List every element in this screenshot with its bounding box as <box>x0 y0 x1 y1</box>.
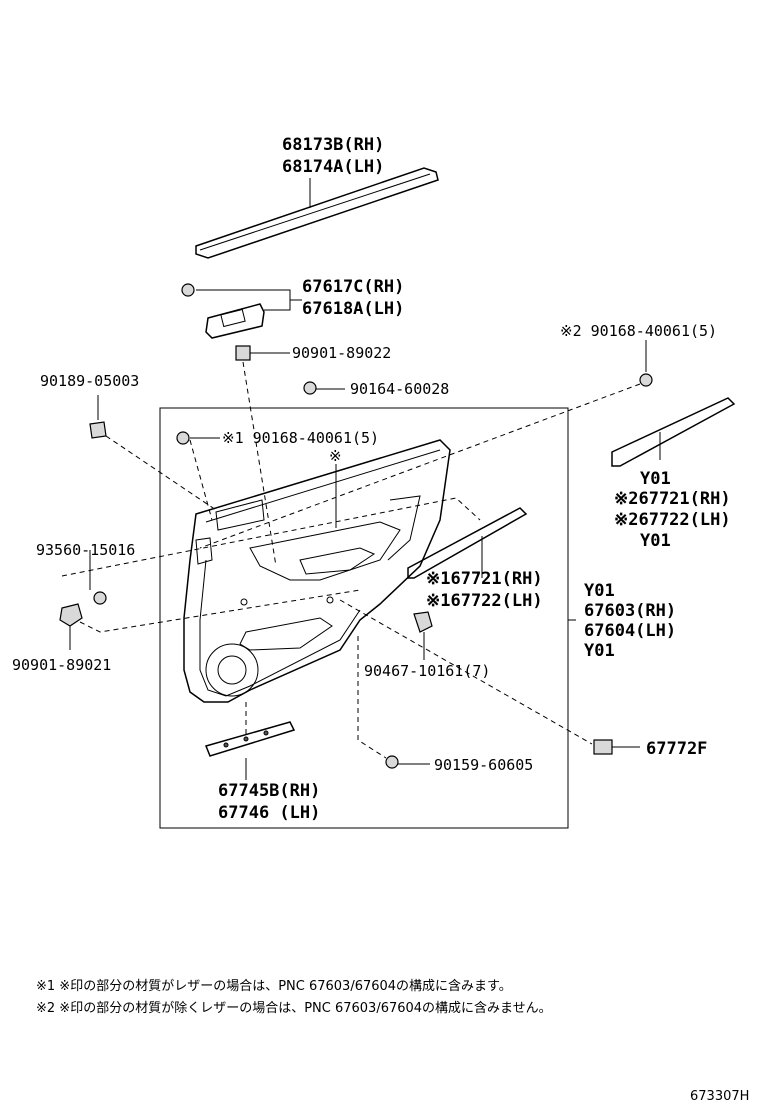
label-clip-10161: 90467-10161(7) <box>364 662 490 680</box>
label-switch-base-rh: 67617C(RH) <box>302 277 404 297</box>
label-y01-b: Y01 <box>640 531 671 551</box>
switch-base-part <box>181 283 265 339</box>
label-y01-a: Y01 <box>640 469 671 489</box>
clip-89021 <box>59 603 83 627</box>
label-ornament1-rh: ※167721(RH) <box>426 569 543 589</box>
label-cover-67772f: 67772F <box>646 739 707 759</box>
label-clip-05003: 90189-05003 <box>40 372 139 390</box>
label-y01-c: Y01 <box>584 581 615 601</box>
label-screw-60028: 90164-60028 <box>350 380 449 398</box>
label-ornament2-lh: ※267722(LH) <box>614 510 731 530</box>
label-ornament1-lh: ※167722(LH) <box>426 591 543 611</box>
diagram-id: 673307H <box>690 1089 749 1104</box>
ornament-1 <box>407 507 528 579</box>
label-screw-60605: 90159-60605 <box>434 756 533 774</box>
label-panel-lh: 67604(LH) <box>584 621 676 641</box>
label-screw-40061-b: ※2 90168-40061(5) <box>560 322 717 340</box>
screw-40061-b <box>639 373 653 387</box>
clip-10161 <box>413 611 433 633</box>
screw-15016 <box>93 591 107 605</box>
label-switch-base-lh: 67618A(LH) <box>302 299 404 319</box>
cover-67772f <box>593 739 613 755</box>
screw-60605 <box>385 755 399 769</box>
door-trim-panel <box>183 439 451 703</box>
footnote-1: ※1 ※印の部分の材質がレザーの場合は、PNC 67603/67604の構成に含… <box>36 978 512 994</box>
moulding-part <box>195 167 439 259</box>
label-screw-15016: 93560-15016 <box>36 541 135 559</box>
label-moulding-rh: 68173B(RH) <box>282 135 384 155</box>
label-clip-89021: 90901-89021 <box>12 656 111 674</box>
label-clip-89022: 90901-89022 <box>292 344 391 362</box>
clip-89022 <box>235 345 251 361</box>
ornament-2 <box>611 397 736 467</box>
panel-frame <box>159 407 569 829</box>
label-reflector-rh: 67745B(RH) <box>218 781 320 801</box>
screw-40061-a <box>176 431 190 445</box>
reflector-part <box>204 721 296 757</box>
label-moulding-lh: 68174A(LH) <box>282 157 384 177</box>
label-ornament2-rh: ※267721(RH) <box>614 489 731 509</box>
footnote-2: ※2 ※印の部分の材質が除くレザーの場合は、PNC 67603/67604の構成… <box>36 1000 552 1016</box>
label-panel-rh: 67603(RH) <box>584 601 676 621</box>
screw-60028 <box>303 381 317 395</box>
label-screw-40061-a: ※1 90168-40061(5) <box>222 429 379 447</box>
label-y01-d: Y01 <box>584 641 615 661</box>
clip-05003 <box>89 421 107 439</box>
label-mark: ※ <box>329 447 342 465</box>
label-reflector-lh: 67746 (LH) <box>218 803 320 823</box>
